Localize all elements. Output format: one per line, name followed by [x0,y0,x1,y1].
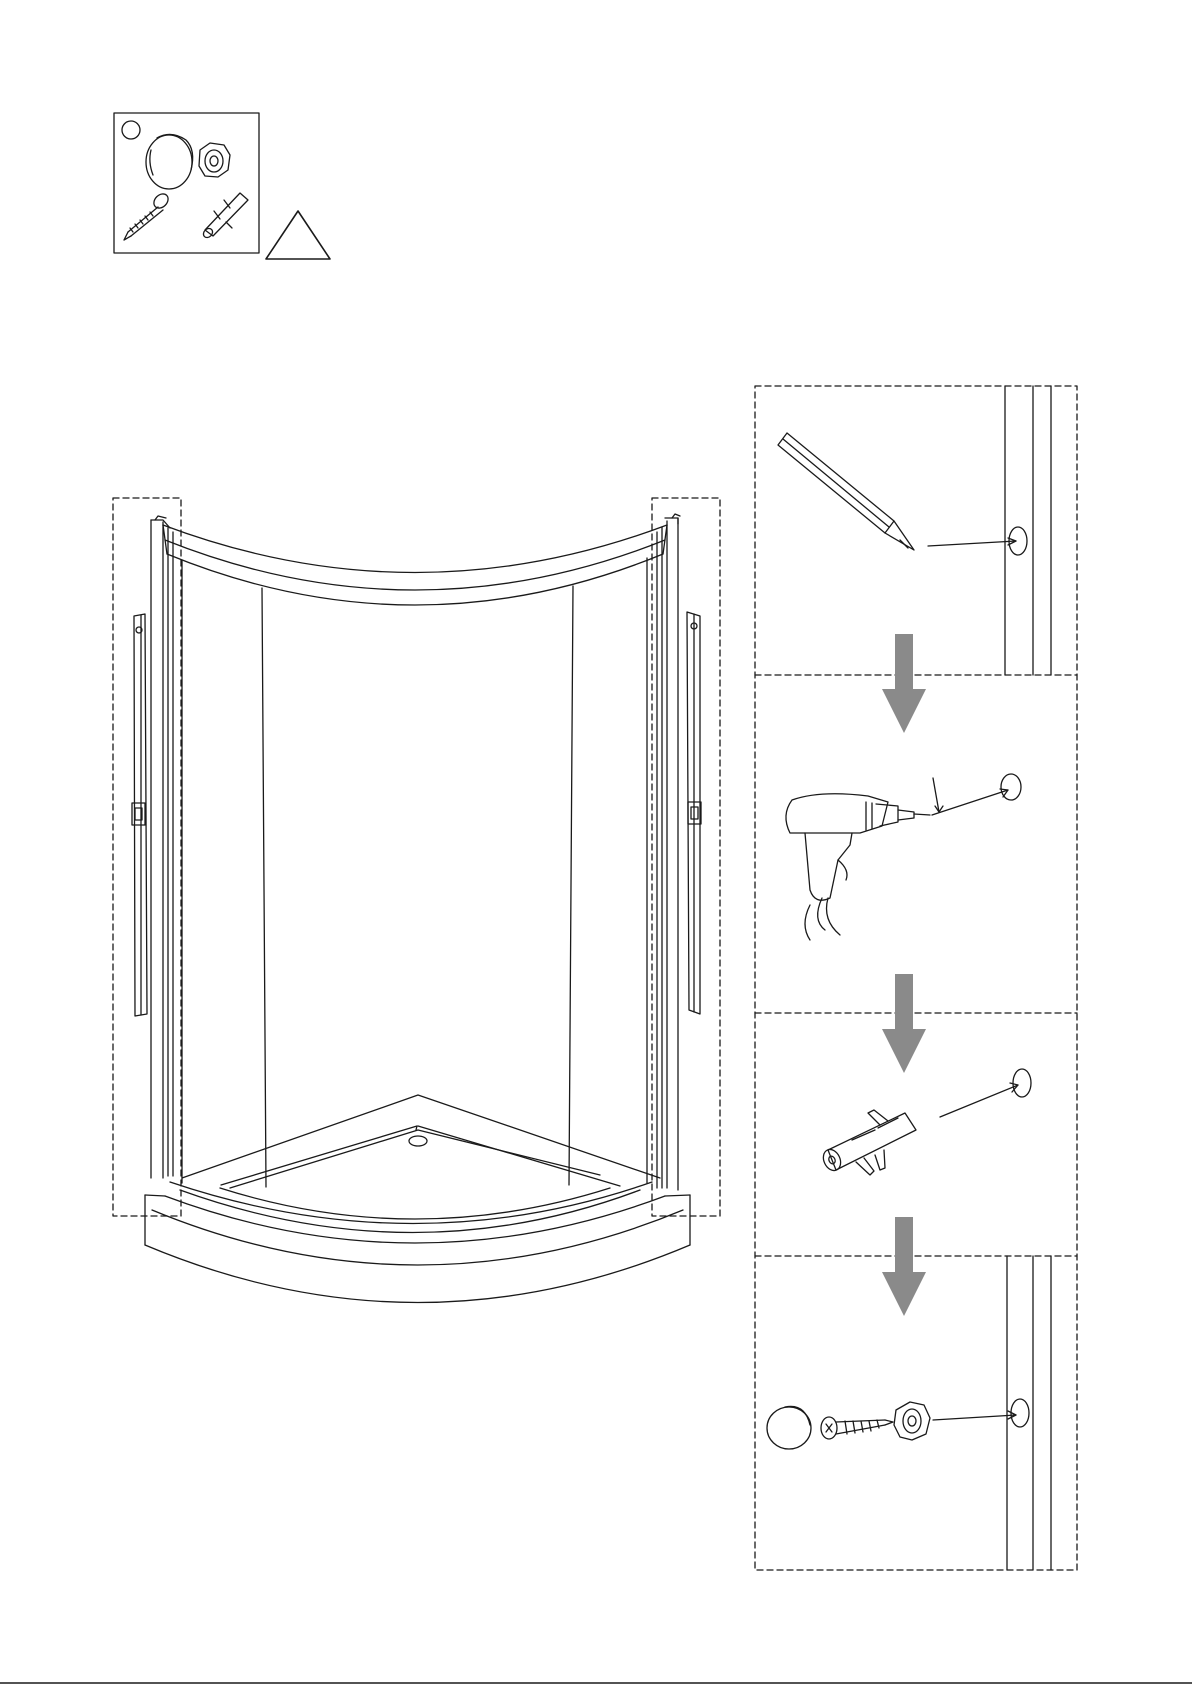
wall-plug-icon [820,1110,916,1175]
wall-plug-icon [202,193,248,239]
left-detail-box [113,498,181,1216]
fix-hole-target [1011,1399,1029,1427]
pointer-line-2 [932,790,1008,815]
part-number-circle [122,121,140,139]
nut-icon [199,143,230,177]
steps-panel [755,386,1077,1570]
warning-triangle-icon [266,211,330,259]
cap-icon [146,134,193,189]
curved-shower-enclosure-icon [113,498,720,1303]
step-3-insert-plug [820,1069,1031,1175]
screw-icon [821,1417,893,1439]
step-arrow-3 [882,1217,926,1316]
parts-box [114,113,259,253]
step-arrow-2 [882,974,926,1073]
screw-icon [124,191,171,240]
pointer-line-4 [933,1415,1016,1420]
cap-screw-nut-icon [767,1402,930,1449]
step-2-drill [786,774,1021,940]
plug-hole-target [1013,1069,1031,1097]
pointer-line-1 [928,541,1016,546]
pencil-icon [778,433,914,550]
drill-icon [786,794,930,940]
step-arrow-1 [882,634,926,733]
pointer-line-3 [940,1085,1018,1117]
step-1-mark [778,386,1051,675]
nut-icon [894,1402,930,1440]
